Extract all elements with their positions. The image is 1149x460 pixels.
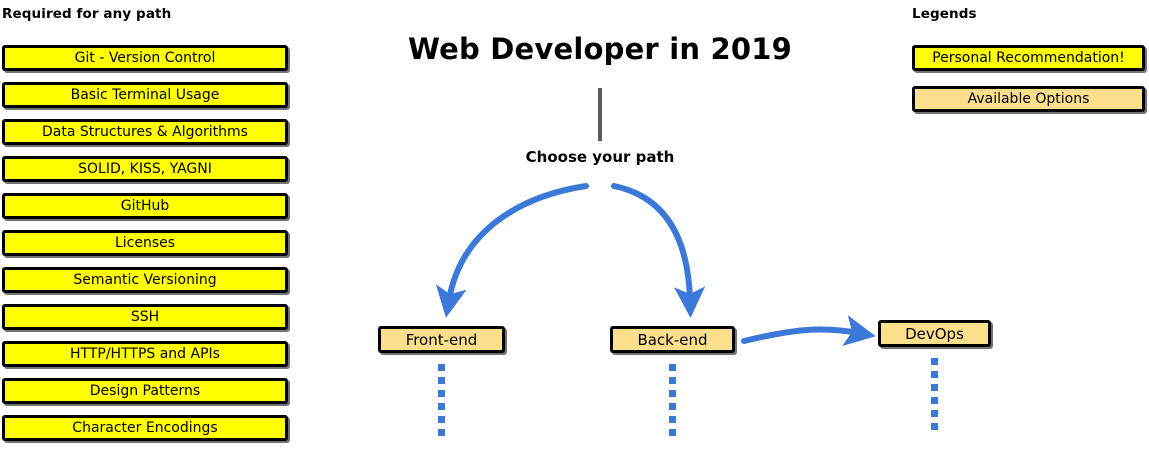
dotted-trail-back-end bbox=[669, 364, 676, 442]
required-item-label: Semantic Versioning bbox=[73, 272, 217, 288]
required-item-label: Design Patterns bbox=[89, 383, 201, 399]
arrow-to-back-end bbox=[611, 183, 706, 318]
required-item-label: Git - Version Control bbox=[74, 50, 216, 66]
choose-path-label: Choose your path bbox=[525, 148, 675, 166]
required-item-label: Data Structures & Algorithms bbox=[42, 124, 248, 140]
path-node-label: Front-end bbox=[405, 330, 478, 349]
legend-item-personal-recommendation[interactable]: Personal Recommendation! bbox=[912, 45, 1145, 71]
required-item-label: Licenses bbox=[114, 235, 176, 251]
legend-item-label: Personal Recommendation! bbox=[932, 50, 1125, 66]
dotted-trail-front-end bbox=[438, 364, 445, 442]
required-item-box[interactable]: GitHub bbox=[2, 193, 288, 219]
path-node-back-end[interactable]: Back-end bbox=[610, 326, 735, 353]
page-title: Web Developer in 2019 bbox=[407, 32, 793, 66]
required-item-box[interactable]: Character Encodings bbox=[2, 415, 288, 441]
path-node-label: Back-end bbox=[637, 330, 708, 349]
legend-item-available-options[interactable]: Available Options bbox=[912, 86, 1145, 112]
legend-item-label: Available Options bbox=[967, 91, 1090, 107]
required-item-label: SSH bbox=[130, 309, 160, 325]
required-item-box[interactable]: SSH bbox=[2, 304, 288, 330]
arrow-back-end-to-devops bbox=[741, 315, 876, 346]
required-item-box[interactable]: Basic Terminal Usage bbox=[2, 82, 288, 108]
required-item-box[interactable]: Git - Version Control bbox=[2, 45, 288, 71]
required-item-label: Character Encodings bbox=[72, 420, 218, 436]
required-section-heading: Required for any path bbox=[2, 6, 172, 22]
path-node-label: DevOps bbox=[905, 324, 964, 343]
arrow-to-front-end bbox=[435, 183, 589, 318]
required-item-label: GitHub bbox=[120, 198, 170, 214]
required-item-box[interactable]: Data Structures & Algorithms bbox=[2, 119, 288, 145]
required-item-box[interactable]: Licenses bbox=[2, 230, 288, 256]
dotted-trail-devops bbox=[931, 358, 938, 436]
required-item-box[interactable]: SOLID, KISS, YAGNI bbox=[2, 156, 288, 182]
title-stem-connector bbox=[598, 88, 602, 141]
legends-section-heading: Legends bbox=[912, 6, 977, 22]
required-item-label: HTTP/HTTPS and APIs bbox=[70, 346, 220, 362]
required-item-box[interactable]: Semantic Versioning bbox=[2, 267, 288, 293]
path-node-devops[interactable]: DevOps bbox=[878, 320, 991, 347]
required-item-label: SOLID, KISS, YAGNI bbox=[78, 161, 212, 177]
path-node-front-end[interactable]: Front-end bbox=[378, 326, 505, 353]
required-item-box[interactable]: HTTP/HTTPS and APIs bbox=[2, 341, 288, 367]
required-item-label: Basic Terminal Usage bbox=[70, 87, 220, 103]
required-item-box[interactable]: Design Patterns bbox=[2, 378, 288, 404]
